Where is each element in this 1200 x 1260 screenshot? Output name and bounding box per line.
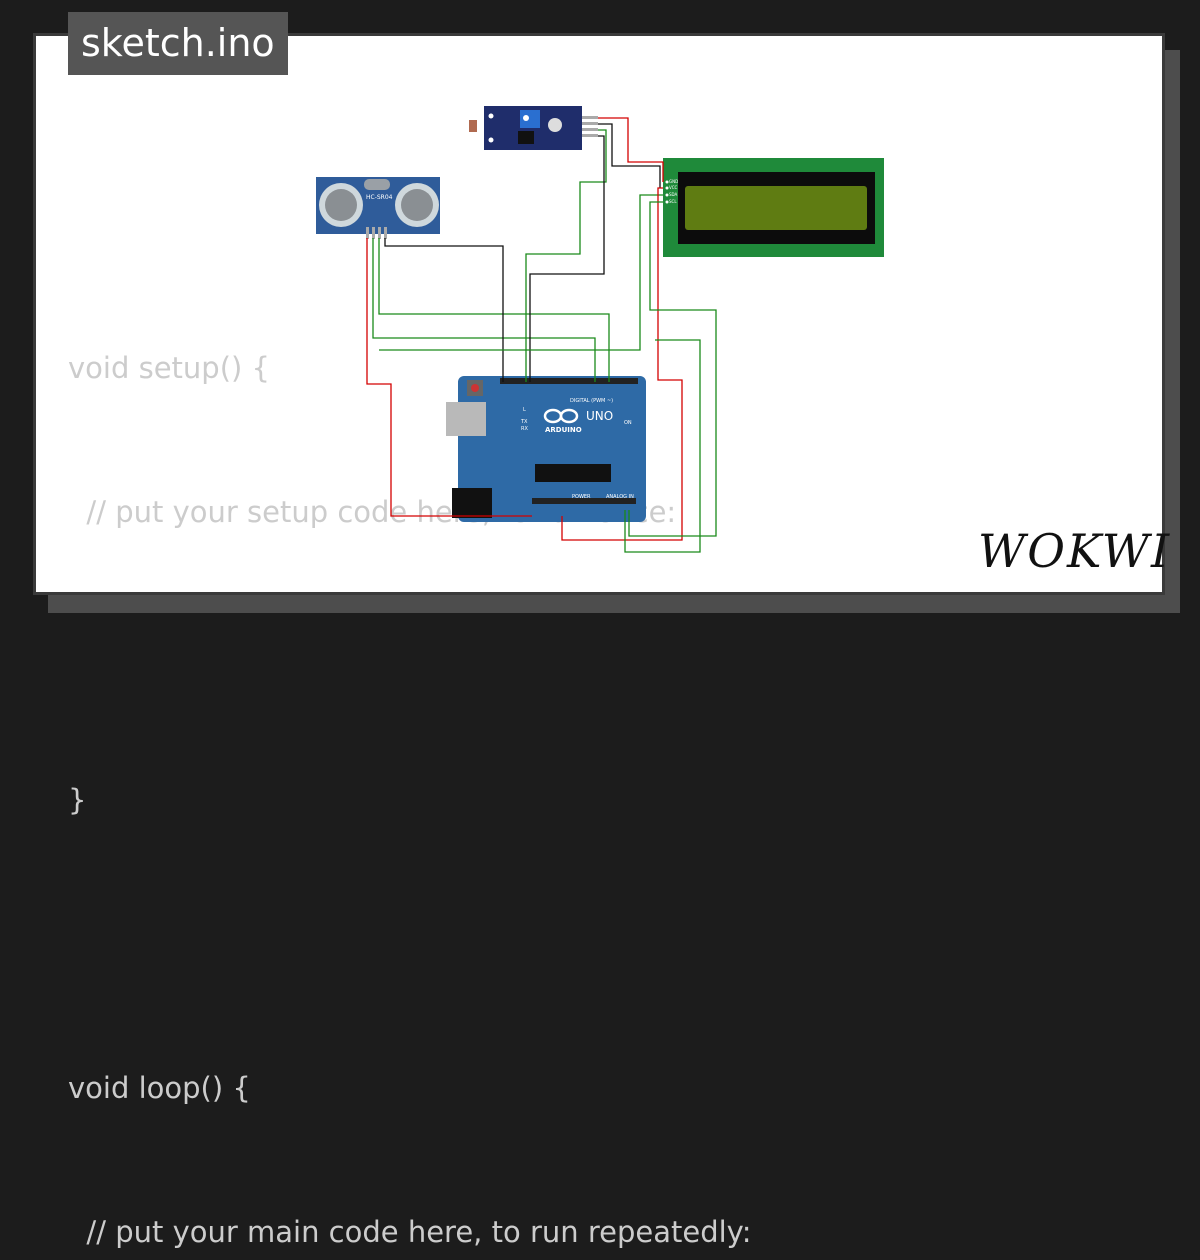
arduino-label: ARDUINO [545, 426, 582, 434]
code-line [68, 920, 752, 968]
analog-label: ANALOG IN [606, 494, 634, 500]
digital-label: DIGITAL (PWM ~) [570, 398, 613, 404]
uno-label: UNO [586, 409, 613, 423]
lcd-pin-vcc: VCC [669, 185, 678, 190]
lcd-pin-sda: SDA [669, 192, 678, 197]
lcd-display[interactable]: GND VCC SDA SCL [663, 158, 884, 257]
arduino-infinity-icon [543, 408, 579, 424]
wires [366, 117, 717, 553]
code-line: void loop() { [68, 1071, 251, 1105]
l-label: L [523, 407, 526, 413]
sensor-label: HC-SR04 [366, 194, 393, 201]
ultrasonic-sensor[interactable]: HC-SR04 [316, 177, 440, 239]
usb-port-icon [446, 402, 486, 436]
arduino-uno-board[interactable]: UNO ARDUINO DIGITAL (PWM ~) POWER ANALOG… [446, 376, 646, 522]
code-line: } [68, 783, 87, 817]
code-line: // put your main code here, to run repea… [68, 1215, 752, 1249]
power-jack-icon [452, 488, 492, 518]
sketch-title: sketch.ino [68, 12, 288, 75]
code-line: void setup() { [68, 351, 270, 385]
tx-label: TX [520, 419, 528, 425]
wokwi-logo: WOKWI [978, 524, 1172, 578]
light-sensor-module[interactable] [469, 106, 598, 150]
code-line [68, 632, 752, 680]
power-label: POWER [572, 494, 591, 500]
on-label: ON [624, 420, 632, 426]
rx-label: RX [521, 426, 528, 432]
lcd-pin-scl: SCL [669, 199, 677, 204]
reset-button-icon [471, 384, 479, 392]
circuit-diagram: GND VCC SDA SCL HC-SR04 [316, 106, 884, 553]
lcd-pin-gnd: GND [669, 179, 678, 184]
